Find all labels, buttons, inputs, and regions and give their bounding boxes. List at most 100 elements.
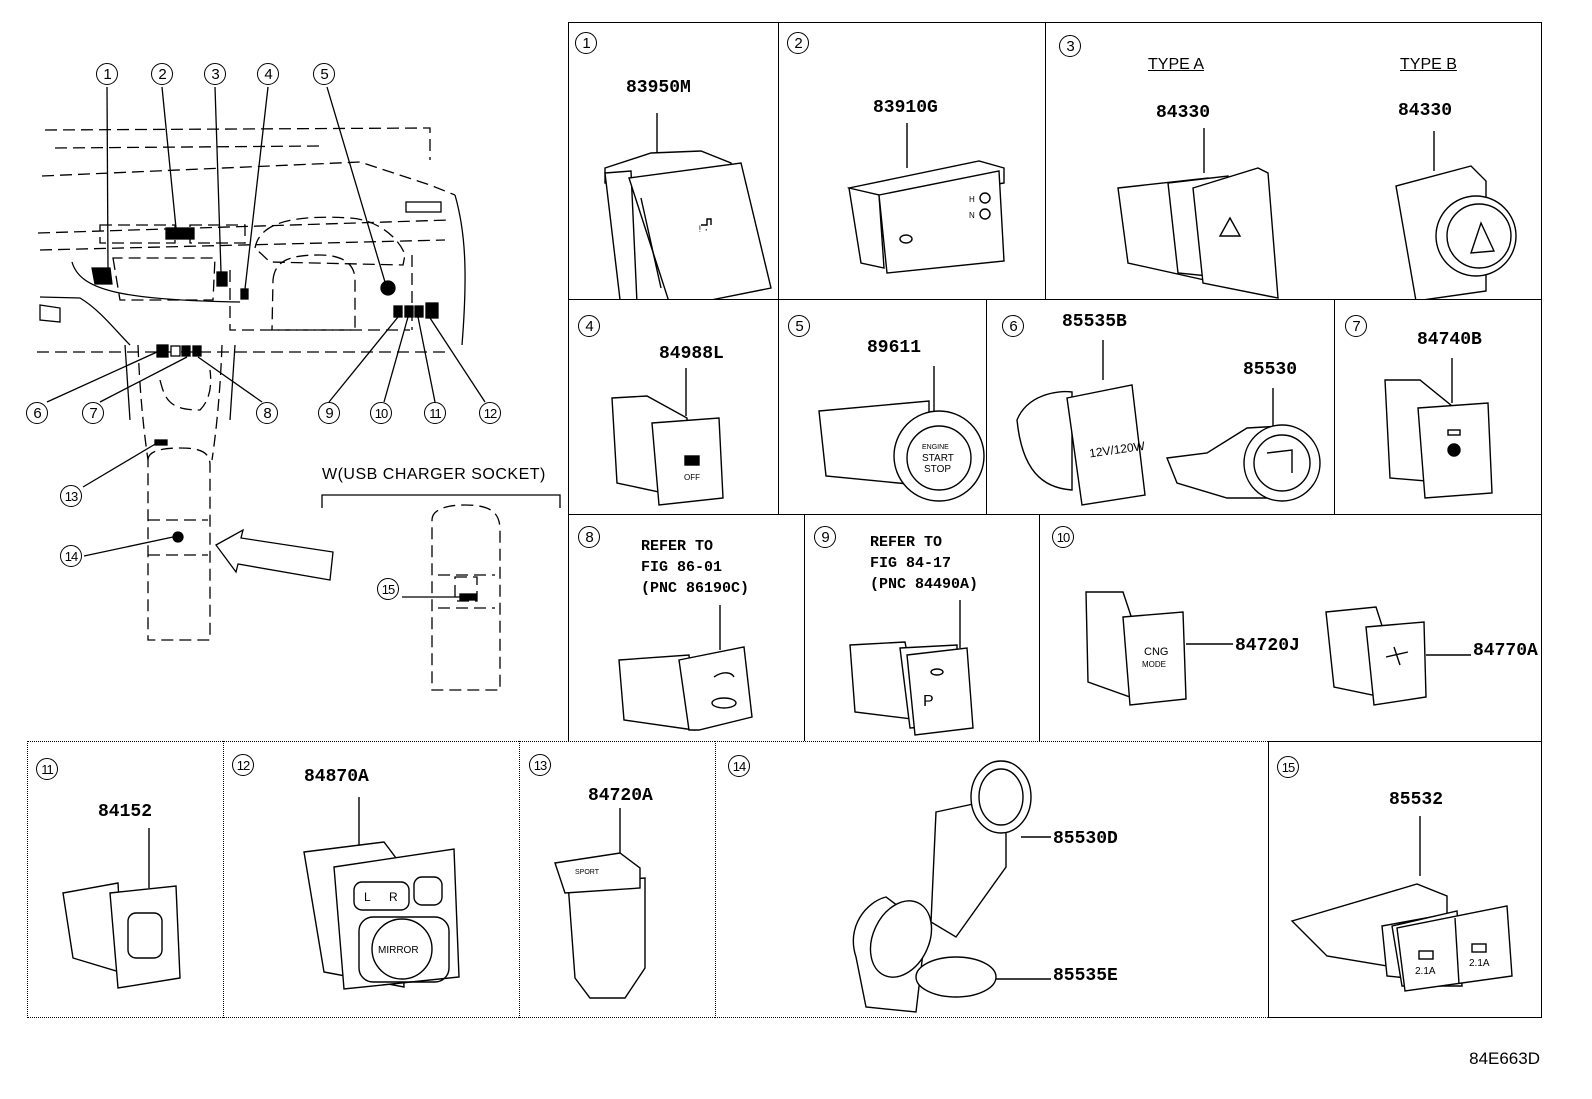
part-number-85530D[interactable]: 85530D xyxy=(1053,829,1118,849)
part-number-84988L[interactable]: 84988L xyxy=(659,344,724,364)
overview-callout-7[interactable]: 7 xyxy=(82,402,104,424)
panel-4: 4 84988L OFF xyxy=(568,299,780,516)
svg-text:H: H xyxy=(969,195,975,204)
part-number-84152[interactable]: 84152 xyxy=(98,802,153,822)
switch-illustration: H N xyxy=(846,123,1005,274)
refer-line-2[interactable]: FIG 84-17 xyxy=(870,555,952,572)
part-number-89611[interactable]: 89611 xyxy=(867,338,922,358)
part-number-84720J[interactable]: 84720J xyxy=(1235,636,1300,656)
cng-mode-switch: CNG MODE xyxy=(1085,591,1233,706)
panel-1: 1 83950M ᵎ · xyxy=(568,22,780,309)
refer-line-1: REFER TO xyxy=(641,538,714,555)
svg-text:2.1A: 2.1A xyxy=(1469,958,1490,969)
panel-callout: 9 xyxy=(814,526,836,548)
overview-callout-14[interactable]: 14 xyxy=(60,545,82,567)
leader-lines xyxy=(46,86,486,557)
overview-callout-6[interactable]: 6 xyxy=(26,402,48,424)
panel-11: 11 84152 xyxy=(27,741,225,1018)
switch-illustration xyxy=(618,605,753,731)
panel-callout: 4 xyxy=(578,315,600,337)
svg-text:CNG: CNG xyxy=(1144,646,1168,658)
panel-callout: 3 xyxy=(1059,35,1081,57)
switch-illustration: OFF xyxy=(611,368,724,506)
part-number-84720A[interactable]: 84720A xyxy=(588,786,653,806)
power-outlet-cover: 12V/120W xyxy=(1016,340,1146,506)
panel-callout: 1 xyxy=(575,32,597,54)
part-number-84770A[interactable]: 84770A xyxy=(1473,641,1538,661)
overview-callout-10[interactable]: 10 xyxy=(370,402,392,424)
part-number-84740B[interactable]: 84740B xyxy=(1417,330,1482,350)
overview-callout-15[interactable]: 15 xyxy=(377,578,399,600)
overview-callout-9[interactable]: 9 xyxy=(318,402,340,424)
usb-charger-view-label: W(USB CHARGER SOCKET) xyxy=(322,466,546,483)
panel-12: 12 84870A L R MIRROR xyxy=(223,741,521,1018)
panel-callout: 14 xyxy=(728,755,750,777)
panel-callout: 6 xyxy=(1002,315,1024,337)
part-number-85530[interactable]: 85530 xyxy=(1243,360,1298,380)
panel-15: 15 85532 2.1A 2.1A xyxy=(1268,741,1542,1018)
refer-line-3[interactable]: (PNC 86190C) xyxy=(641,580,750,597)
panel-13: 13 84720A SPORT xyxy=(519,741,717,1018)
part-number-84330-type-a[interactable]: 84330 xyxy=(1156,103,1211,123)
mirror-switch: L R MIRROR xyxy=(303,797,460,990)
overview-callout-5[interactable]: 5 xyxy=(313,63,335,85)
panel-callout: 12 xyxy=(232,754,254,776)
switch-illustration: ᵎ · xyxy=(604,113,772,309)
panel-14: 14 85530D 85535E xyxy=(715,741,1270,1018)
panel-callout: 2 xyxy=(787,32,809,54)
overview-callout-3[interactable]: 3 xyxy=(204,63,226,85)
part-number-83950M[interactable]: 83950M xyxy=(626,78,691,98)
panel-callout: 5 xyxy=(788,315,810,337)
refer-line-1: REFER TO xyxy=(870,534,943,551)
power-outlet-socket xyxy=(1166,388,1321,502)
part-number-84330-type-b[interactable]: 84330 xyxy=(1398,101,1453,121)
refer-note-86-01: REFER TO FIG 86-01 (PNC 86190C) xyxy=(641,536,749,599)
switch-illustration xyxy=(62,828,181,989)
panel-callout: 13 xyxy=(529,754,551,776)
overview-callout-8[interactable]: 8 xyxy=(256,402,278,424)
panel-2: 2 83910G H N xyxy=(778,22,1047,301)
part-number-85535B[interactable]: 85535B xyxy=(1062,312,1127,332)
panel-callout: 15 xyxy=(1277,756,1299,778)
svg-text:R: R xyxy=(389,890,398,904)
part-number-84870A[interactable]: 84870A xyxy=(304,767,369,787)
panel-8: 8 REFER TO FIG 86-01 (PNC 86190C) xyxy=(568,514,806,743)
panel-5: 5 89611 ENGINE START STOP xyxy=(778,299,988,516)
refer-line-3[interactable]: (PNC 84490A) xyxy=(870,576,979,593)
overview-callout-12[interactable]: 12 xyxy=(479,402,501,424)
panel-callout: 7 xyxy=(1345,315,1367,337)
part-number-83910G[interactable]: 83910G xyxy=(873,98,938,118)
svg-text:N: N xyxy=(969,211,975,220)
svg-text:START: START xyxy=(922,453,954,464)
panel-callout: 10 xyxy=(1052,526,1074,548)
overview-callout-11[interactable]: 11 xyxy=(424,402,446,424)
start-stop-button: ENGINE START STOP xyxy=(818,366,985,502)
svg-text:P: P xyxy=(923,693,934,710)
svg-text:L: L xyxy=(364,890,371,904)
part-number-85535E[interactable]: 85535E xyxy=(1053,966,1118,986)
refer-line-2[interactable]: FIG 86-01 xyxy=(641,559,723,576)
sport-mode-switch: SPORT xyxy=(554,808,646,999)
svg-text:OFF: OFF xyxy=(684,473,700,482)
overview-callout-1[interactable]: 1 xyxy=(96,63,118,85)
parking-assist-switch: P xyxy=(849,600,974,736)
svg-text:STOP: STOP xyxy=(924,464,951,475)
overview-callout-2[interactable]: 2 xyxy=(151,63,173,85)
dashboard-overview-diagram xyxy=(37,86,561,691)
switch-illustration xyxy=(1384,358,1493,499)
power-outlet-assembly xyxy=(852,760,1051,1013)
overview-callout-4[interactable]: 4 xyxy=(257,63,279,85)
svg-text:MODE: MODE xyxy=(1142,660,1166,669)
svg-text:2.1A: 2.1A xyxy=(1415,966,1436,977)
panel-3: 3 TYPE A TYPE B 84330 84330 xyxy=(1045,22,1542,302)
figure-id: 84E663D xyxy=(1469,1049,1540,1068)
svg-text:ENGINE: ENGINE xyxy=(922,444,949,451)
panel-10: 10 CNG MODE 84720J 84770A xyxy=(1039,514,1542,743)
switch-illustration xyxy=(1325,606,1471,706)
dashboard-outline xyxy=(37,127,466,641)
refer-note-84-17: REFER TO FIG 84-17 (PNC 84490A) xyxy=(870,532,978,595)
overview-callout-13[interactable]: 13 xyxy=(60,485,82,507)
part-number-85532[interactable]: 85532 xyxy=(1389,790,1444,810)
svg-text:ᵎ ·: ᵎ · xyxy=(699,222,708,236)
panel-callout: 11 xyxy=(36,758,58,780)
